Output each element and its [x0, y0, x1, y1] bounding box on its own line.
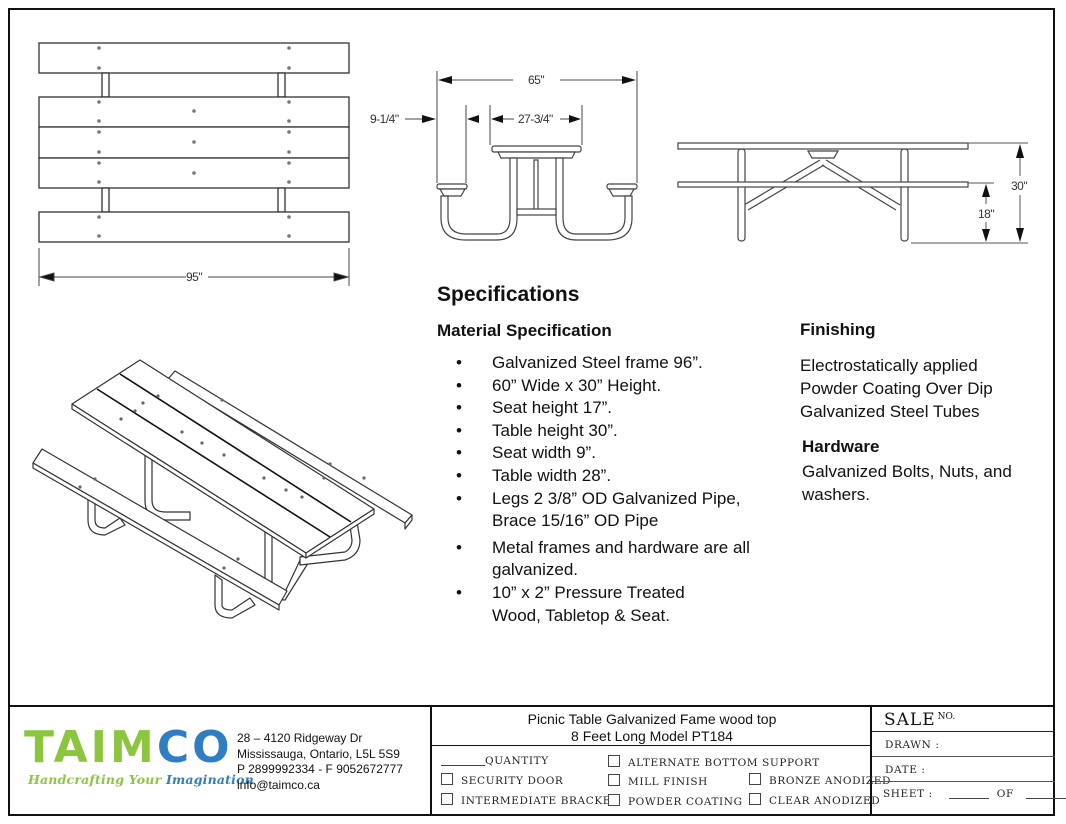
divider: [870, 707, 872, 816]
spec-item: •60” Wide x 30” Height.: [456, 375, 662, 395]
top-view-seat-board: [38, 211, 350, 243]
drawing-sheet-border: [8, 8, 1055, 816]
top-view-length-label: 95": [186, 270, 202, 284]
spec-item: •10” x 2” Pressure Treated Wood, Tableto…: [456, 582, 685, 625]
arrow-left-icon: [491, 115, 503, 123]
divider: [430, 707, 432, 816]
spec-item: •Seat width 9”.: [456, 443, 596, 463]
checkbox[interactable]: [608, 794, 620, 806]
material-specification-heading: Material Specification: [437, 321, 612, 340]
option-clear-anodized[interactable]: CLEAR ANODIZED: [749, 793, 880, 807]
end-view-overall-width-label: 65": [528, 73, 544, 87]
top-view-table-board: [38, 157, 350, 189]
top-view-length-dimension: [38, 248, 350, 286]
spec-item: •Seat height 17”.: [456, 398, 613, 418]
sale-no-row: [872, 707, 1055, 732]
specifications-heading: Specifications: [437, 283, 580, 306]
iso-bolts: [78, 394, 366, 570]
title-block: [8, 705, 1055, 816]
arrow-right-icon: [569, 115, 581, 123]
side-view-table-top: [677, 142, 969, 150]
checkbox[interactable]: [749, 793, 761, 805]
spec-item: •Galvanized Steel frame 96”.: [456, 353, 703, 372]
option-security-door[interactable]: SECURITY DOOR: [441, 773, 563, 787]
checkbox[interactable]: [749, 773, 761, 785]
sheet-row: SHEET : OF: [883, 788, 1066, 800]
checkbox[interactable]: [608, 774, 620, 786]
arrow-up-icon: [1016, 144, 1024, 158]
arrow-left-icon: [38, 272, 55, 282]
sheet-total-field[interactable]: [1025, 798, 1066, 799]
company-logo: TAIMCO: [24, 722, 233, 773]
arrow-right-icon: [622, 76, 636, 84]
spec-item: •Table width 28”.: [456, 465, 612, 485]
option-mill-finish[interactable]: MILL FINISH: [608, 774, 708, 788]
material-specification-list: •Galvanized Steel frame 96”. •60” Wide x…: [456, 352, 776, 627]
checkbox[interactable]: [608, 755, 620, 767]
company-address: 28 – 4120 Ridgeway Dr Mississauga, Ontar…: [237, 731, 403, 792]
company-tagline: Handcrafting Your Imagination: [28, 772, 254, 787]
spec-item: •Table height 30”.: [456, 420, 618, 440]
top-view-table-board: [38, 96, 350, 128]
isometric-view-drawing: [32, 359, 413, 619]
product-title: Picnic Table Galvanized Fame wood top 8 …: [527, 711, 777, 744]
checkbox[interactable]: [441, 793, 453, 805]
option-bronze-anodized[interactable]: BRONZE ANODIZED: [749, 773, 891, 787]
drawn-label: DRAWN :: [885, 739, 940, 751]
top-view-seat-board: [38, 42, 350, 74]
option-powder-coating[interactable]: POWDER COATING: [608, 794, 743, 808]
divider: [432, 745, 872, 746]
arrow-up-icon: [982, 184, 990, 197]
option-intermediate-bracket[interactable]: INTERMEDIATE BRACKET: [441, 793, 619, 807]
spec-item: •Legs 2 3/8” OD Galvanized Pipe, Brace 1…: [456, 488, 741, 531]
side-view-table-height-label: 30": [1011, 179, 1027, 193]
sheet-label: SHEET :: [883, 788, 933, 800]
company-email: info@taimco.ca: [237, 777, 320, 792]
iso-leg: [214, 574, 256, 619]
option-alternate-bottom-support[interactable]: ALTERNATE BOTTOM SUPPORT: [608, 755, 820, 769]
end-view-seat-width-label: 9-1/4": [370, 112, 399, 126]
end-view-drawing: 65" 9-1/4" 27-3/4": [370, 71, 638, 241]
hardware-text: Galvanized Bolts, Nuts, and washers.: [802, 462, 1012, 504]
drawn-row: [872, 732, 1055, 757]
side-view-seat: [677, 181, 969, 188]
of-label: OF: [996, 788, 1014, 800]
end-view-frame: [436, 145, 638, 241]
end-view-table-width-label: 27-3/4": [518, 112, 553, 126]
quantity-field[interactable]: QUANTITY: [441, 755, 549, 767]
side-view-seat-height-label: 18": [978, 207, 994, 221]
date-row: [872, 757, 1055, 782]
arrow-right-icon: [422, 115, 436, 123]
finishing-text: Electrostatically applied Powder Coating…: [800, 356, 993, 421]
top-view-bolts: [97, 46, 291, 238]
sheet-number-field[interactable]: [948, 798, 989, 799]
checkbox[interactable]: [441, 773, 453, 785]
hardware-heading: Hardware: [802, 437, 880, 456]
arrow-right-icon: [333, 272, 350, 282]
finishing-heading: Finishing: [800, 320, 876, 339]
arrow-down-icon: [1016, 228, 1024, 242]
side-view-drawing: 30" 18": [677, 142, 1028, 244]
arrow-left-icon: [467, 115, 479, 123]
arrow-down-icon: [982, 229, 990, 242]
date-label: DATE :: [885, 764, 926, 776]
top-view-drawing: 95": [38, 42, 350, 286]
spec-item: •Metal frames and hardware are all galva…: [456, 537, 750, 580]
arrow-left-icon: [438, 76, 452, 84]
